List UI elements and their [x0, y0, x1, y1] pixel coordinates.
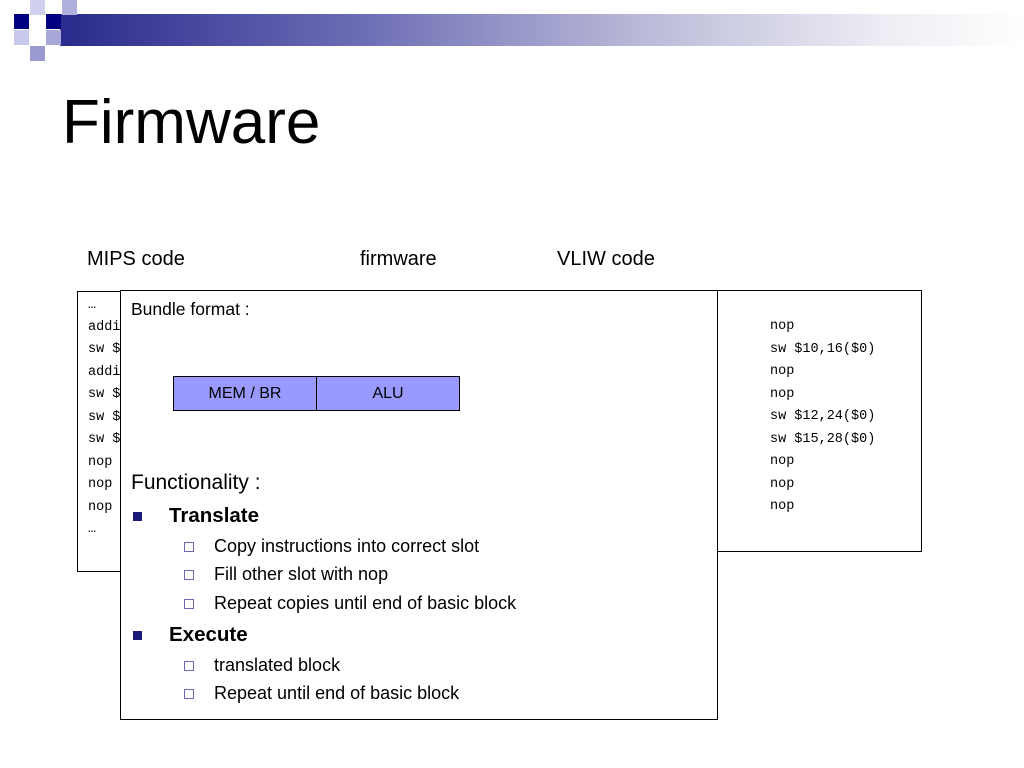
header-square: [14, 30, 29, 45]
header-square: [30, 0, 45, 15]
mips-line: …: [88, 298, 97, 313]
header-square-dark: [14, 14, 29, 29]
firmware-label: firmware: [360, 248, 437, 270]
mips-line: sw $: [88, 432, 121, 447]
section-heading-translate: Translate: [169, 504, 260, 527]
vliw-line: nop: [770, 364, 795, 379]
list-item: Repeat copies until end of basic block: [214, 593, 517, 613]
hollow-square-bullet-icon: [184, 599, 194, 609]
mips-line: addi: [88, 320, 121, 335]
vliw-code-label: VLIW code: [557, 248, 655, 270]
square-bullet-icon: [133, 631, 142, 640]
vliw-line: sw $10,16($0): [770, 342, 876, 357]
vliw-line: nop: [770, 319, 795, 334]
square-bullet-icon: [133, 512, 142, 521]
bundle-cell-alu: ALU: [316, 376, 460, 411]
hollow-square-bullet-icon: [184, 542, 194, 552]
bundle-cell-mem-br: MEM / BR: [173, 376, 317, 411]
list-item: Repeat until end of basic block: [214, 683, 460, 703]
vliw-line: sw $12,24($0): [770, 409, 876, 424]
mips-line: nop: [88, 500, 113, 515]
mips-line: sw $: [88, 342, 121, 357]
vliw-line: nop: [770, 499, 795, 514]
header-square: [62, 0, 77, 15]
firmware-overlay-panel: Bundle format : MEM / BR ALU Functionali…: [120, 290, 718, 720]
vliw-line: sw $15,28($0): [770, 432, 876, 447]
hollow-square-bullet-icon: [184, 689, 194, 699]
list-item: translated block: [214, 655, 341, 675]
vliw-line: nop: [770, 454, 795, 469]
mips-line: nop: [88, 477, 113, 492]
mips-line: …: [88, 522, 97, 537]
mips-line: addi: [88, 365, 121, 380]
section-heading-execute: Execute: [169, 623, 248, 646]
mips-line: sw $: [88, 410, 121, 425]
list-item: Copy instructions into correct slot: [214, 536, 480, 556]
mips-code-label: MIPS code: [87, 248, 185, 270]
mips-line: sw $: [88, 387, 121, 402]
header-square: [46, 30, 61, 45]
hollow-square-bullet-icon: [184, 570, 194, 580]
slide-title: Firmware: [62, 88, 321, 157]
header-gradient-bar: [60, 14, 1024, 46]
header-square-dark: [46, 14, 61, 29]
functionality-label: Functionality :: [131, 471, 261, 494]
vliw-line: nop: [770, 477, 795, 492]
bundle-format-label: Bundle format :: [131, 299, 250, 319]
hollow-square-bullet-icon: [184, 661, 194, 671]
vliw-line: nop: [770, 387, 795, 402]
header-square: [30, 46, 45, 61]
list-item: Fill other slot with nop: [214, 564, 389, 584]
mips-line: nop: [88, 455, 113, 470]
